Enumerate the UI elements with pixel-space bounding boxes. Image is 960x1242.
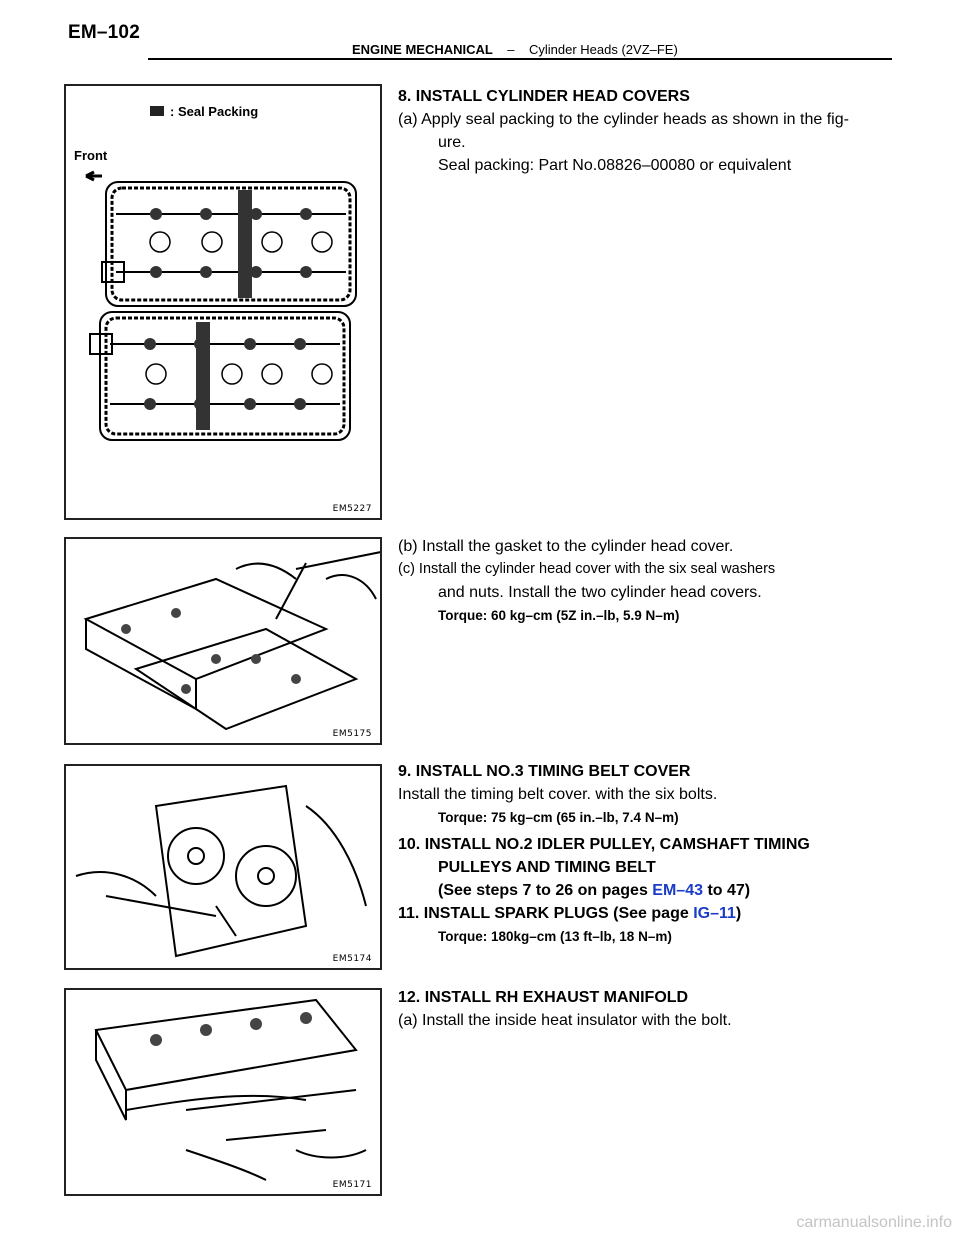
step-8b: (b) Install the gasket to the cylinder h… [398,538,734,555]
step-8-torque: Torque: 60 kg–cm (5Z in.–lb, 5.9 N–m) [438,608,680,623]
step-9-heading: 9. INSTALL NO.3 TIMING BELT COVER [398,763,691,780]
step-10-ref-pre: (See steps 7 to 26 on pages [438,882,653,899]
step-10-ref: (See steps 7 to 26 on pages EM–43 to 47) [398,879,918,902]
step-10-line2: PULLEYS AND TIMING BELT [438,859,656,876]
link-em-43[interactable]: EM–43 [652,882,703,899]
step-11-heading: 11. INSTALL SPARK PLUGS (See page IG–11) [398,902,918,925]
step-11-pre: 11. INSTALL SPARK PLUGS (See page [398,905,694,922]
step-12: 12. INSTALL RH EXHAUST MANIFOLD (a) Inst… [398,986,898,1032]
subsection-title: Cylinder Heads (2VZ–FE) [528,42,678,57]
step-12-heading: 12. INSTALL RH EXHAUST MANIFOLD [398,989,689,1006]
steps-9-11: 9. INSTALL NO.3 TIMING BELT COVER Instal… [398,760,918,948]
step-12a: (a) Install the inside heat insulator wi… [398,1012,732,1029]
step-9-torque: Torque: 75 kg–cm (65 in.–lb, 7.4 N–m) [438,810,679,825]
step-11-post: ) [735,905,742,922]
step-8a-line1: (a) Apply seal packing to the cylinder h… [398,111,849,128]
step-8c-line2: and nuts. Install the two cylinder head … [438,584,762,601]
step-8bc: (b) Install the gasket to the cylinder h… [398,535,898,627]
figure-seal-packing: : Seal Packing Front [64,84,382,520]
exhaust-manifold-drawing [94,998,367,1181]
link-ig-11[interactable]: IG–11 [693,905,736,922]
header-separator: – [507,42,515,57]
step-8c-line1: (c) Install the cylinder head cover with… [398,561,776,577]
figure-install-head-cover: EM5175 [64,537,382,745]
step-10-line1: 10. INSTALL NO.2 IDLER PULLEY, CAMSHAFT … [398,836,810,853]
step-9-body: Install the timing belt cover. with the … [398,786,718,803]
step-8a-line2: ure. [438,134,466,151]
step-10-ref-post: to 47) [703,882,751,899]
front-label: Front [74,148,108,163]
watermark: carmanualsonline.info [796,1214,952,1231]
step-11-torque: Torque: 180kg–cm (13 ft–lb, 18 N–m) [438,929,672,944]
header-rule [148,58,892,60]
front-arrow-icon [85,170,102,182]
page-number: EM–102 [68,22,140,43]
header-title: ENGINE MECHANICAL – Cylinder Heads (2VZ–… [352,42,678,57]
figure-timing-belt-cover: EM5174 [64,764,382,970]
seal-legend: : Seal Packing [170,104,258,119]
section-title: ENGINE MECHANICAL [352,42,493,57]
figure-code: EM5171 [332,1180,372,1190]
step-8: 8. INSTALL CYLINDER HEAD COVERS (a) Appl… [398,85,898,177]
figure-code: EM5174 [332,954,372,964]
timing-belt-drawing [75,784,367,958]
cylinder-heads-drawing: : Seal Packing Front [74,104,357,441]
head-cover-drawing [83,551,380,731]
figure-code: EM5227 [332,504,372,514]
figure-code: EM5175 [332,729,372,739]
step-8a-seal-spec: Seal packing: Part No.08826–00080 or equ… [438,157,792,174]
step-8-heading: 8. INSTALL CYLINDER HEAD COVERS [398,88,690,105]
figure-exhaust-manifold: EM5171 [64,988,382,1196]
